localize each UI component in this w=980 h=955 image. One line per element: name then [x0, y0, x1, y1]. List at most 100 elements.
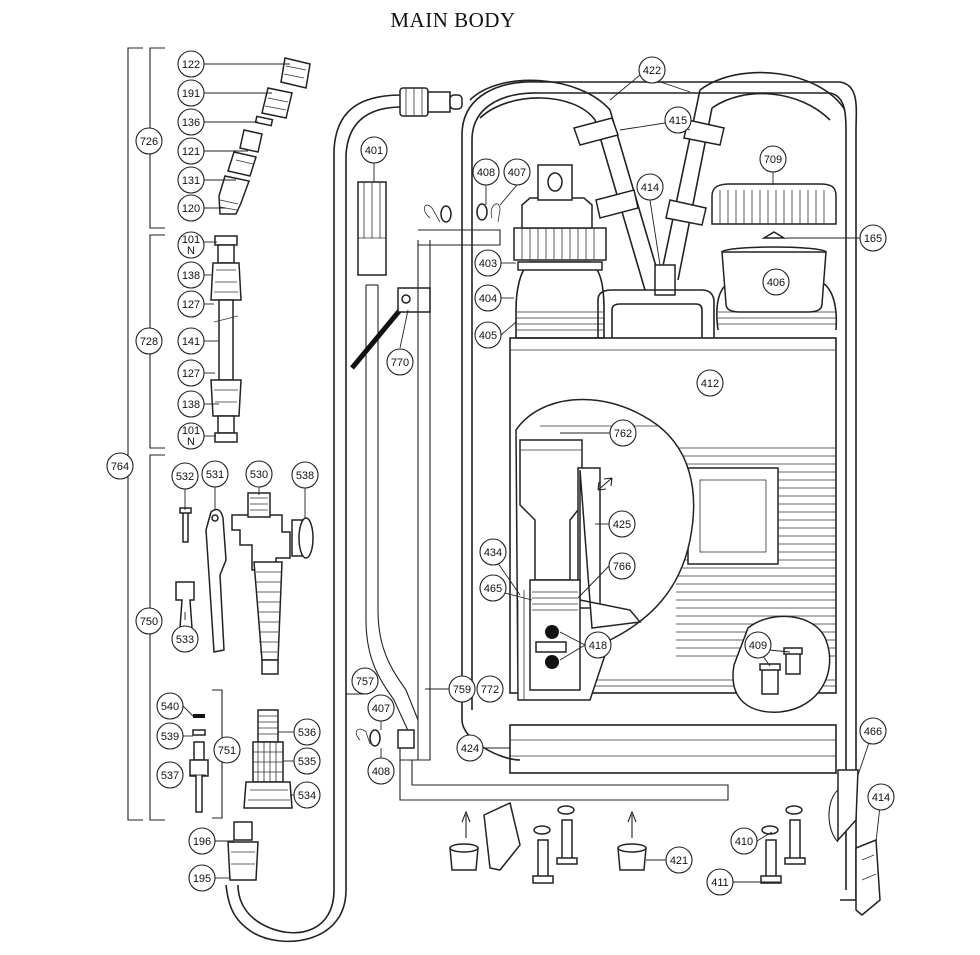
callout-757-label: 757 [356, 676, 374, 688]
callout-120: 120 [177, 194, 205, 222]
callout-726: 726 [135, 127, 163, 155]
callout-415-label: 415 [669, 115, 687, 127]
callout-751-label: 751 [218, 745, 236, 757]
callout-726-label: 726 [140, 136, 158, 148]
nozzle-assembly [218, 57, 311, 215]
callout-101-bottom-sub: N [187, 436, 195, 448]
callout-425: 425 [608, 510, 636, 538]
callout-122: 122 [177, 50, 205, 78]
callout-422-label: 422 [643, 65, 661, 77]
callout-728: 728 [135, 327, 163, 355]
callout-766-label: 766 [613, 561, 631, 573]
callout-410-label: 410 [735, 836, 753, 848]
callout-424-label: 424 [461, 743, 479, 755]
callout-131: 131 [177, 166, 205, 194]
callout-408-bottom-label: 408 [372, 766, 390, 778]
callout-759: 759 [448, 675, 476, 703]
callout-101-top-sub: N [187, 245, 195, 257]
callout-136-label: 136 [182, 117, 200, 129]
callout-136: 136 [177, 108, 205, 136]
callout-751: 751 [213, 736, 241, 764]
tank-body [461, 81, 858, 901]
callout-434-label: 434 [484, 547, 502, 559]
callout-138-bottom-label: 138 [182, 399, 200, 411]
pump-chamber-cutaway [515, 398, 695, 701]
callout-141: 141 [177, 327, 205, 355]
callout-530: 530 [245, 460, 273, 488]
callout-121-label: 121 [182, 146, 200, 158]
callout-418-label: 418 [589, 640, 607, 652]
callout-127-bottom: 127 [177, 359, 205, 387]
callout-131-label: 131 [182, 175, 200, 187]
callout-535: 535 [293, 747, 321, 775]
callout-405: 405 [474, 321, 502, 349]
callout-405-label: 405 [479, 330, 497, 342]
mounting-hardware [449, 769, 881, 916]
callout-401-label: 401 [365, 145, 383, 157]
fill-cap-strainer [711, 183, 838, 331]
callout-195-label: 195 [193, 873, 211, 885]
callout-538: 538 [291, 461, 319, 489]
callout-127-top-label: 127 [182, 299, 200, 311]
callout-466-label: 466 [864, 726, 882, 738]
callout-121: 121 [177, 137, 205, 165]
callout-409: 409 [744, 631, 772, 659]
callout-532-label: 532 [176, 471, 194, 483]
callout-122-label: 122 [182, 59, 200, 71]
callout-750-label: 750 [140, 616, 158, 628]
callout-770: 770 [386, 348, 414, 376]
clips-washers [355, 203, 501, 747]
callout-410: 410 [730, 827, 758, 855]
callout-465: 465 [479, 574, 507, 602]
callout-762: 762 [609, 419, 637, 447]
valve-filter-assembly [189, 709, 293, 813]
callout-532: 532 [171, 462, 199, 490]
callout-466: 466 [859, 717, 887, 745]
callout-414-top-label: 414 [641, 182, 659, 194]
callout-407-bottom: 407 [367, 694, 395, 722]
callout-422: 422 [638, 56, 666, 84]
callout-127-bottom-label: 127 [182, 368, 200, 380]
callout-408-bottom: 408 [367, 757, 395, 785]
callout-421-label: 421 [670, 855, 688, 867]
callout-434: 434 [479, 538, 507, 566]
callout-407-top: 407 [503, 158, 531, 186]
callout-196: 196 [188, 827, 216, 855]
callout-425-label: 425 [613, 519, 631, 531]
callout-534-label: 534 [298, 790, 316, 802]
callout-533-label: 533 [176, 634, 194, 646]
callout-191: 191 [177, 79, 205, 107]
callout-101-bottom-label: 101 [182, 425, 200, 437]
trigger-handle-assembly [175, 492, 314, 675]
callout-424: 424 [456, 734, 484, 762]
pump-cylinder [357, 181, 419, 736]
callout-759-label: 759 [453, 684, 471, 696]
tank-handle [597, 289, 715, 338]
callout-401: 401 [360, 136, 388, 164]
callout-539-label: 539 [161, 731, 179, 743]
callout-709: 709 [759, 145, 787, 173]
callout-537-label: 537 [161, 770, 179, 782]
callout-533: 533 [171, 625, 199, 653]
callout-403: 403 [474, 249, 502, 277]
callout-762-label: 762 [614, 428, 632, 440]
callout-764: 764 [106, 452, 134, 480]
pump-lever [350, 229, 729, 801]
callout-191-label: 191 [182, 88, 200, 100]
valve-cutaway [732, 615, 831, 713]
callout-728-label: 728 [140, 336, 158, 348]
callout-120-label: 120 [182, 203, 200, 215]
callout-766: 766 [608, 552, 636, 580]
diagram-title: MAIN BODY [390, 8, 516, 32]
callout-411: 411 [706, 868, 734, 896]
callout-408-top-label: 408 [477, 167, 495, 179]
callout-536-label: 536 [298, 727, 316, 739]
callout-709-label: 709 [764, 154, 782, 166]
callout-415: 415 [664, 106, 692, 134]
callout-757: 757 [351, 667, 379, 695]
callout-530-label: 530 [250, 469, 268, 481]
callout-531: 531 [201, 460, 229, 488]
callout-535-label: 535 [298, 756, 316, 768]
